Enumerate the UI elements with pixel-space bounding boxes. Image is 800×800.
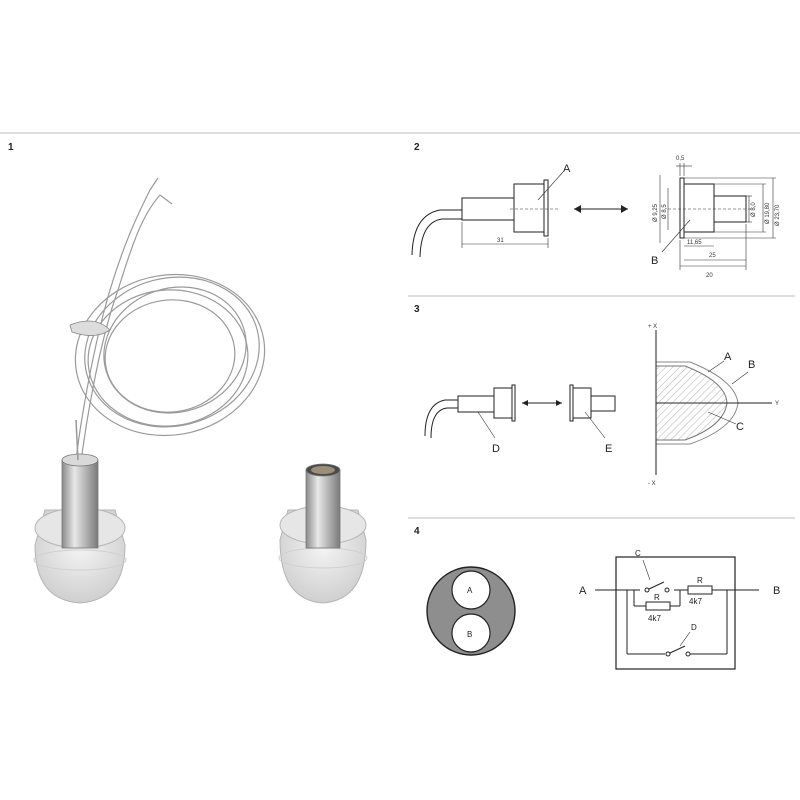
double-arrow	[574, 205, 628, 213]
terminal-a: A	[467, 586, 473, 595]
dim-25: 25	[709, 253, 716, 259]
node-b: B	[773, 585, 780, 597]
resistor-2-symbol: R	[697, 576, 703, 585]
magnet-actuator	[278, 463, 368, 604]
dim-20: 20	[706, 273, 713, 279]
axis-plus-x: + X	[648, 324, 657, 330]
panel-number-3: 3	[414, 304, 420, 315]
dim-11-65: 11,65	[687, 240, 702, 246]
label-d-switch: D	[691, 623, 697, 632]
panel-2: 2 31 A 0,5	[411, 142, 781, 279]
cable-coil	[74, 177, 266, 471]
resistor-1-value: 4k7	[648, 614, 661, 623]
panel-number-4: 4	[414, 526, 420, 537]
cable-tie	[69, 320, 111, 336]
dim-0-5: 0,5	[676, 156, 685, 162]
double-arrow-small	[522, 400, 562, 406]
node-a: A	[579, 585, 587, 597]
label-a-range: A	[724, 351, 732, 363]
label-b-range: B	[748, 359, 755, 371]
dim-19-80: Ø 19,80	[765, 202, 771, 224]
sensor-small: D	[424, 384, 516, 455]
panel-number-2: 2	[414, 142, 420, 153]
label-d: D	[492, 443, 500, 455]
resistor-1-symbol: R	[654, 593, 660, 602]
dim-right-diameters: Ø 8,0 Ø 19,80 Ø 23,70	[684, 177, 781, 239]
terminal-b: B	[467, 630, 472, 639]
label-c-range: C	[736, 421, 744, 433]
circuit-diagram: A B C R 4k7 R 4k7	[579, 549, 780, 670]
panel-3: 3 D E + X -	[414, 304, 779, 487]
label-a: A	[563, 163, 571, 175]
label-e: E	[605, 443, 612, 455]
axis-y: Y	[775, 401, 779, 407]
dim-bottom: 11,65 25 20	[679, 224, 747, 279]
dim-length-31: 31	[497, 238, 504, 244]
dim-9-25: Ø 9,25	[653, 203, 659, 222]
dim-23-70: Ø 23,70	[775, 204, 781, 226]
panel-1: 1	[8, 142, 368, 604]
resistor-2-value: 4k7	[689, 597, 702, 606]
label-b: B	[651, 255, 658, 267]
axis-minus-x: - X	[648, 481, 656, 487]
dim-left-diameters: Ø 9,25 Ø 8,5	[653, 175, 669, 243]
magnet-small: E	[569, 384, 616, 455]
range-diagram: + X - X Y A B C	[648, 324, 779, 487]
connector-face: A B	[426, 566, 516, 656]
dim-8-0: Ø 8,0	[751, 202, 757, 217]
sensor-side-view: 31 A	[411, 163, 571, 258]
panel-4: 4 A B A B C R 4k7	[414, 526, 780, 670]
dim-8-5: Ø 8,5	[662, 204, 668, 219]
panel-number-1: 1	[8, 142, 14, 153]
magnet-dim-view: 0,5 Ø 9,25 Ø 8,5 Ø 8,0 Ø	[651, 156, 781, 279]
label-c-switch: C	[635, 549, 641, 558]
sensor-with-cable	[33, 419, 127, 604]
